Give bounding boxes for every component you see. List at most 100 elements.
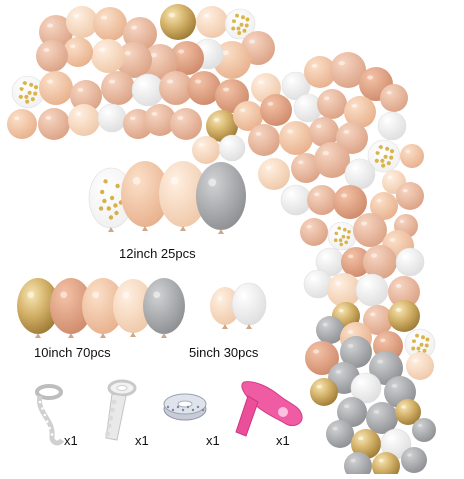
label-10inch: 10inch 70pcs <box>34 345 111 360</box>
peach-sample-balloon <box>82 278 124 338</box>
nude-sample-balloon <box>210 287 240 329</box>
blush-balloon <box>142 44 178 80</box>
rose-gold-balloon <box>260 94 292 126</box>
blush-balloon <box>317 89 347 119</box>
gold-chrome-balloon <box>206 110 238 142</box>
rose-gold-balloon <box>341 247 371 277</box>
nude-balloon <box>68 104 100 136</box>
gold-chrome-balloon <box>351 429 381 459</box>
balloon-garland <box>7 4 436 479</box>
blush-balloon <box>396 182 424 210</box>
accessories <box>35 379 303 446</box>
peach-balloon <box>93 7 127 41</box>
white-balloon <box>377 111 407 141</box>
peach-balloon <box>344 96 376 128</box>
nude-balloon <box>327 273 361 307</box>
gold-chrome-balloon <box>372 452 400 479</box>
label-5inch: 5inch 30pcs <box>189 345 259 360</box>
blush-balloon <box>170 108 202 140</box>
peach-sample-balloon <box>121 161 169 231</box>
white-balloon <box>350 372 382 404</box>
peach-balloon <box>370 192 398 220</box>
blush-balloon <box>380 84 408 112</box>
grey-balloon <box>340 336 372 368</box>
gold-chrome-balloon <box>160 4 196 40</box>
blush-balloon <box>388 276 420 308</box>
grey-balloon <box>366 402 398 434</box>
blush-balloon <box>159 71 193 105</box>
white-balloon <box>380 428 412 460</box>
blush-balloon <box>300 218 328 246</box>
blush-balloon <box>144 104 176 136</box>
white-balloon <box>355 273 389 307</box>
grey-balloon <box>344 452 372 479</box>
peach-balloon <box>39 71 73 105</box>
grey-balloon <box>326 420 354 448</box>
gold-chrome-sample-balloon <box>17 278 59 338</box>
nude-balloon <box>66 6 98 38</box>
peach-balloon <box>400 144 424 168</box>
gold-chrome-balloon <box>310 378 338 406</box>
blush-balloon <box>248 124 280 156</box>
confetti-balloon <box>404 328 436 360</box>
balloon-tying-tool-icon <box>235 381 303 437</box>
rose-gold-balloon <box>170 41 204 75</box>
blush-balloon <box>336 122 368 154</box>
white-balloon <box>344 158 376 190</box>
qty-glue-dots: x1 <box>135 433 149 448</box>
nude-balloon <box>91 39 125 73</box>
label-12inch: 12inch 25pcs <box>119 246 196 261</box>
qty-strip-tape: x1 <box>64 433 78 448</box>
blush-balloon <box>309 117 339 147</box>
grey-balloon <box>401 447 427 473</box>
grey-balloon <box>412 418 436 442</box>
qty-ribbon: x1 <box>206 433 220 448</box>
blush-balloon <box>330 52 366 88</box>
nude-balloon <box>258 158 290 190</box>
blush-balloon <box>101 71 135 105</box>
nude-balloon <box>406 352 434 380</box>
blush-balloon <box>314 142 350 178</box>
blush-balloon <box>116 42 152 78</box>
grey-sample-balloon <box>143 278 185 338</box>
white-balloon <box>395 247 425 277</box>
gold-chrome-balloon <box>388 300 420 332</box>
confetti-balloon <box>11 75 45 109</box>
confetti-balloon <box>327 221 357 251</box>
balloon-strip-tape-icon <box>35 384 65 446</box>
blush-balloon <box>363 245 397 279</box>
white-balloon <box>293 93 323 123</box>
blush-balloon <box>307 185 337 215</box>
confetti-sample-balloon <box>88 167 134 232</box>
blush-balloon <box>36 40 68 72</box>
grey-sample-balloon <box>196 162 246 234</box>
blush-balloon <box>70 80 102 112</box>
blush-balloon <box>353 213 387 247</box>
grey-balloon <box>316 316 344 344</box>
grey-balloon <box>337 397 367 427</box>
qty-tying-tool: x1 <box>276 433 290 448</box>
peach-balloon <box>7 109 37 139</box>
rose-gold-balloon <box>305 341 339 375</box>
peach-balloon <box>304 56 336 88</box>
white-balloon <box>280 184 312 216</box>
nude-balloon <box>196 6 228 38</box>
glue-dots-icon <box>105 379 137 441</box>
white-balloon <box>315 247 345 277</box>
blush-balloon <box>363 305 393 335</box>
rose-gold-sample-balloon <box>50 278 92 338</box>
grey-balloon <box>369 351 403 385</box>
peach-balloon <box>63 37 93 67</box>
peach-balloon <box>233 101 263 131</box>
gold-chrome-balloon <box>395 399 421 425</box>
white-balloon <box>281 71 311 101</box>
white-balloon <box>97 103 127 133</box>
rose-gold-balloon <box>187 71 221 105</box>
white-sample-balloon <box>231 282 267 329</box>
peach-balloon <box>279 121 313 155</box>
silver-ribbon-icon <box>163 393 207 421</box>
nude-sample-balloon <box>113 279 153 337</box>
balloon-samples <box>17 161 267 338</box>
